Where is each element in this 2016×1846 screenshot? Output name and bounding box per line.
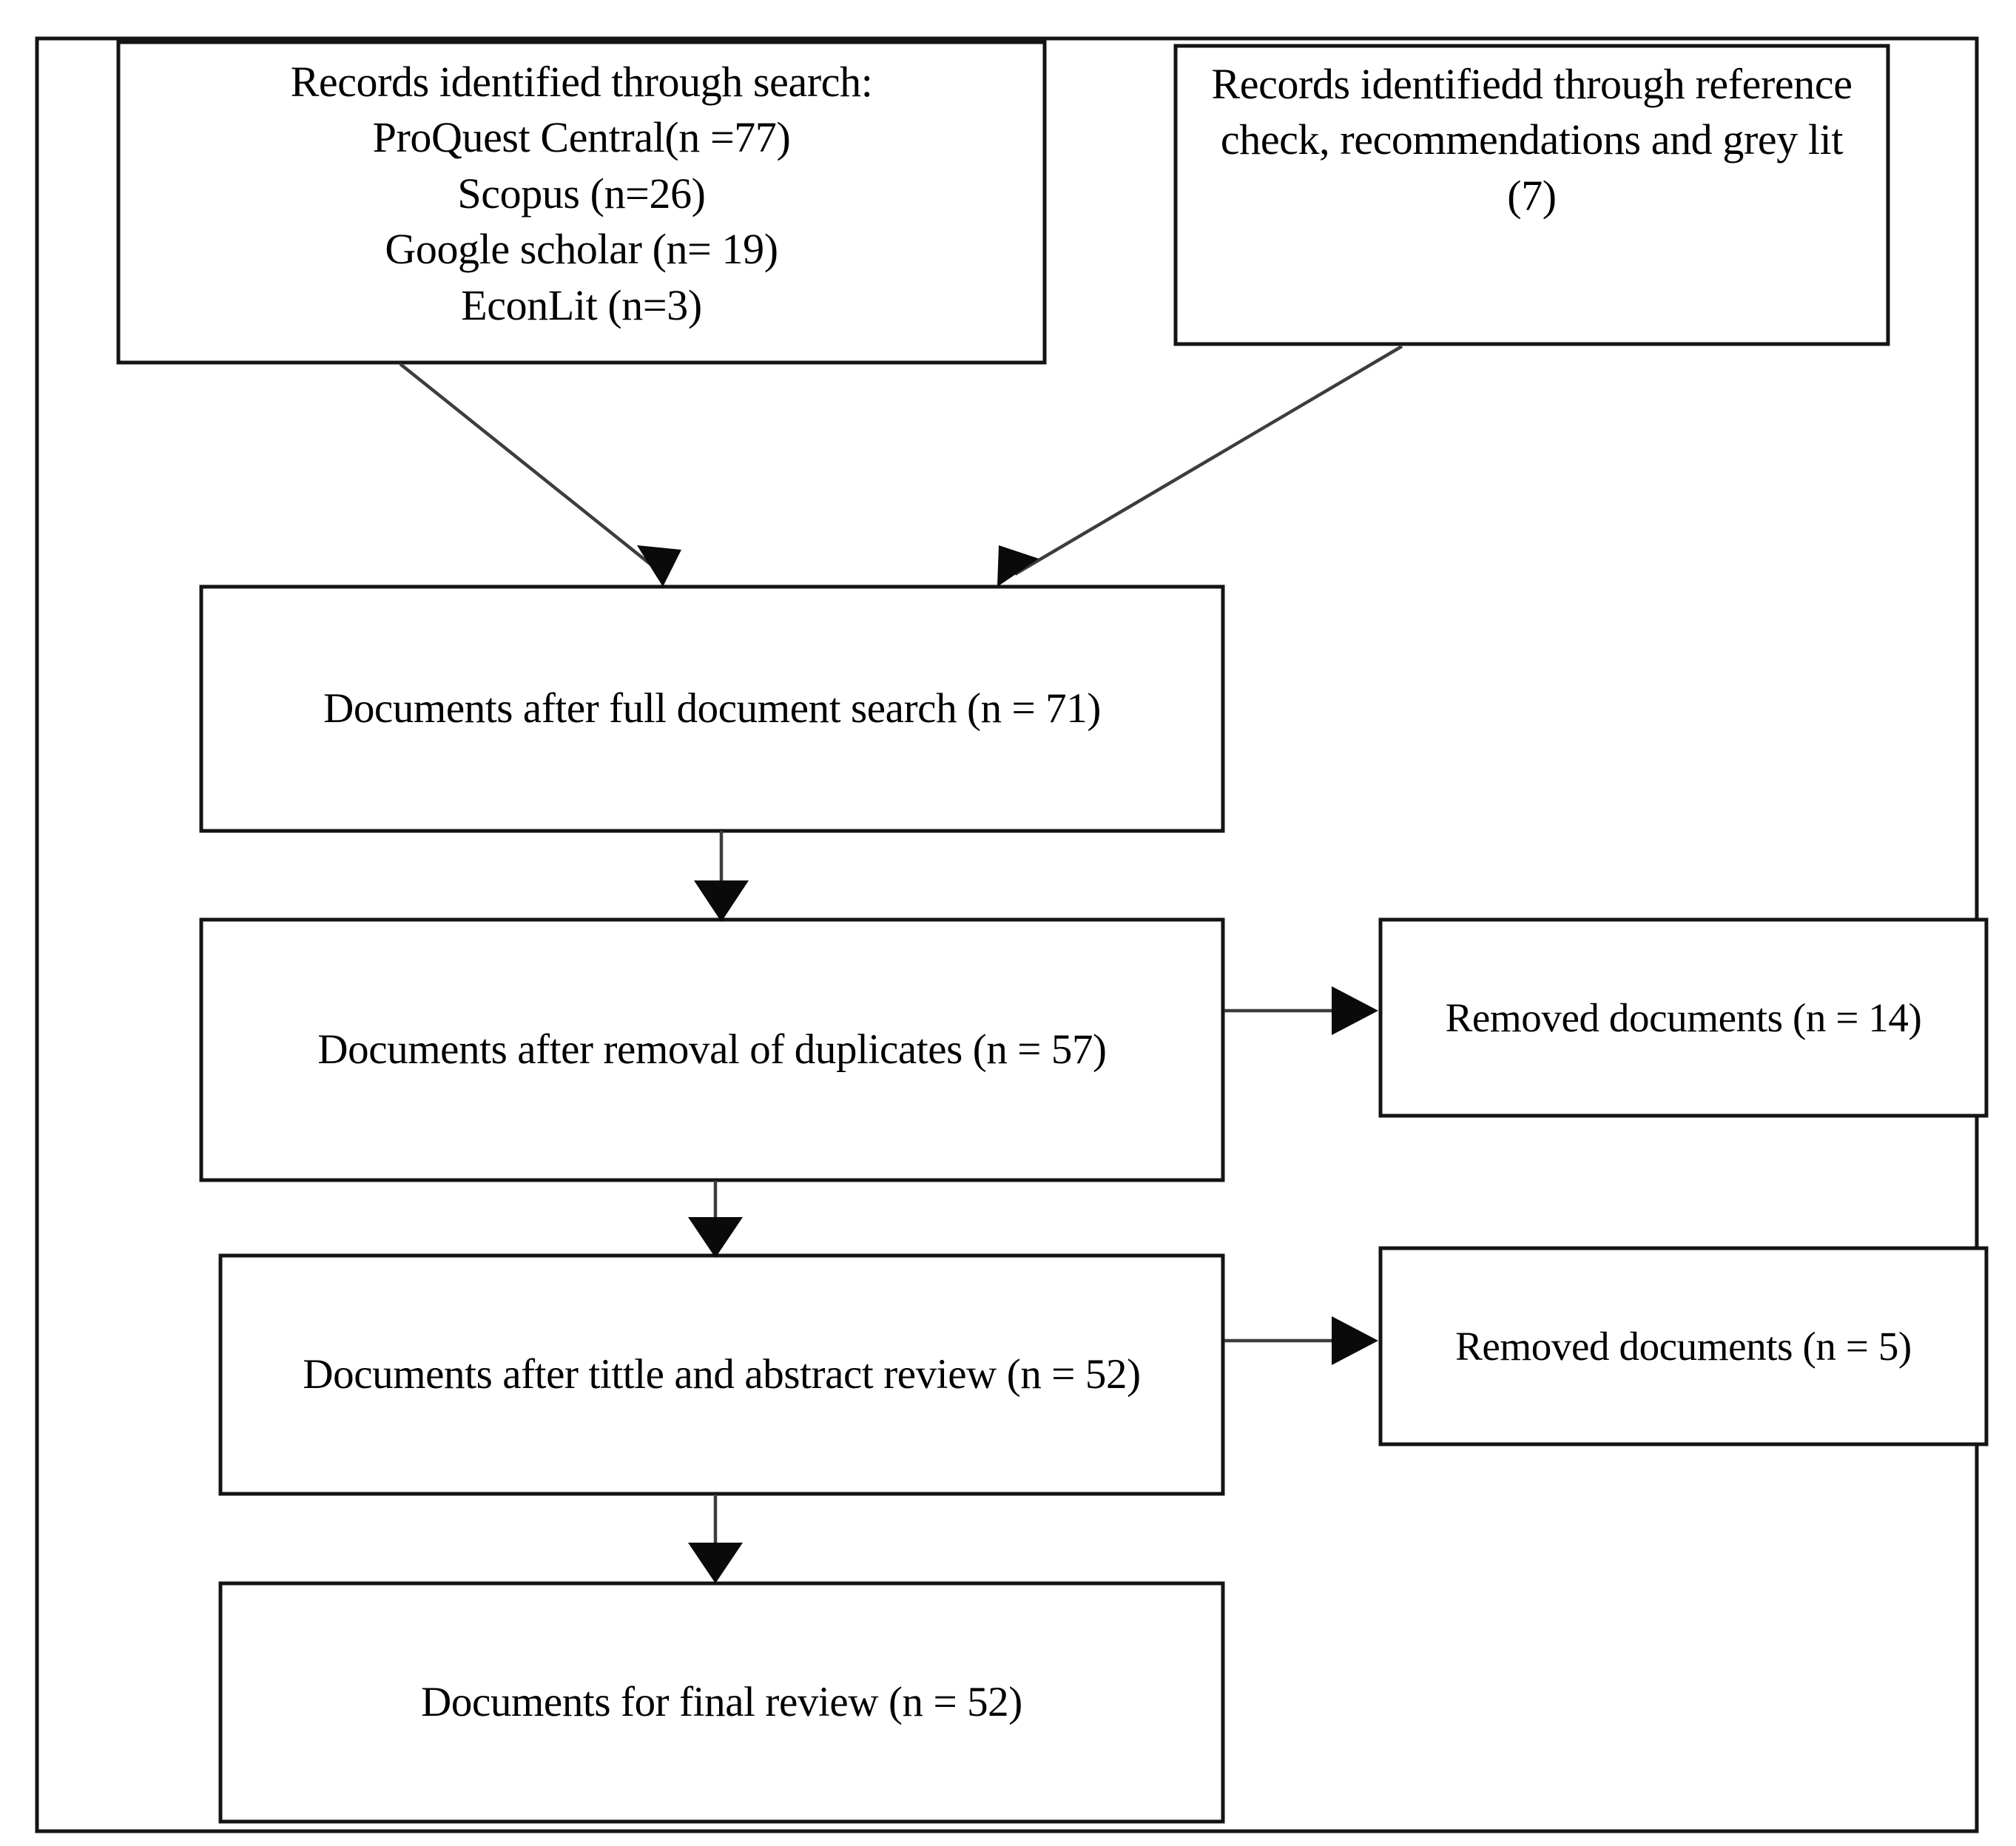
edge-reference-to-full-search-arrowhead (997, 545, 1039, 587)
edge-reference-to-full-search (1014, 345, 1403, 576)
edge-title-abstract-to-final-review-arrowhead (688, 1543, 743, 1583)
edge-search-to-full-search-arrowhead (637, 545, 681, 587)
edge-full-search-to-duplicates-arrowhead (694, 880, 749, 922)
box-records-search (116, 40, 1047, 365)
box-removed-duplicates (1378, 917, 1989, 1118)
box-after-duplicates (199, 917, 1225, 1182)
edge-search-to-full-search (399, 363, 664, 576)
box-records-reference (1173, 44, 1890, 346)
box-removed-title-abstract (1378, 1246, 1989, 1446)
box-after-title-abstract (218, 1253, 1225, 1496)
edge-duplicates-to-removed14-arrowhead (1332, 986, 1378, 1035)
box-final-review (218, 1581, 1225, 1824)
edge-duplicates-to-title-abstract-arrowhead (688, 1217, 743, 1258)
edge-title-abstract-to-removed5-arrowhead (1332, 1316, 1378, 1365)
box-after-full-search (199, 585, 1225, 833)
